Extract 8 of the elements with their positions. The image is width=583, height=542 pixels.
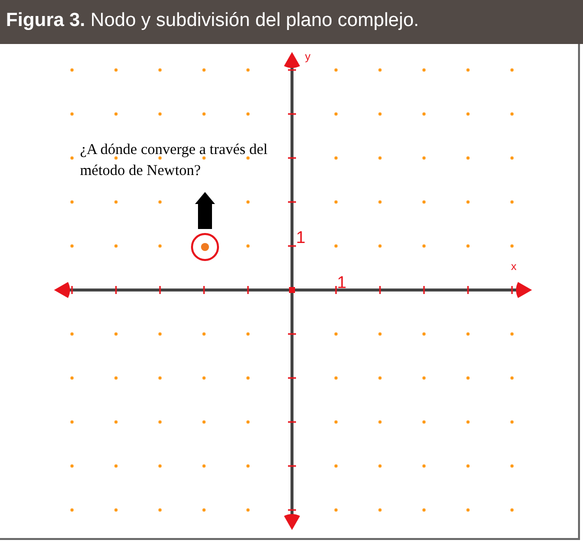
figure-title: Figura 3. Nodo y subdivisión del plano complejo.	[6, 10, 419, 31]
axis-label: y	[305, 52, 310, 63]
axis-label: 1	[296, 229, 306, 246]
arrow	[195, 192, 215, 229]
axis-label: x	[511, 262, 516, 273]
question-text: ¿A dónde converge a través del método de Newton?	[80, 141, 269, 181]
circled-point	[191, 233, 219, 261]
axis-label: 1	[337, 274, 346, 291]
